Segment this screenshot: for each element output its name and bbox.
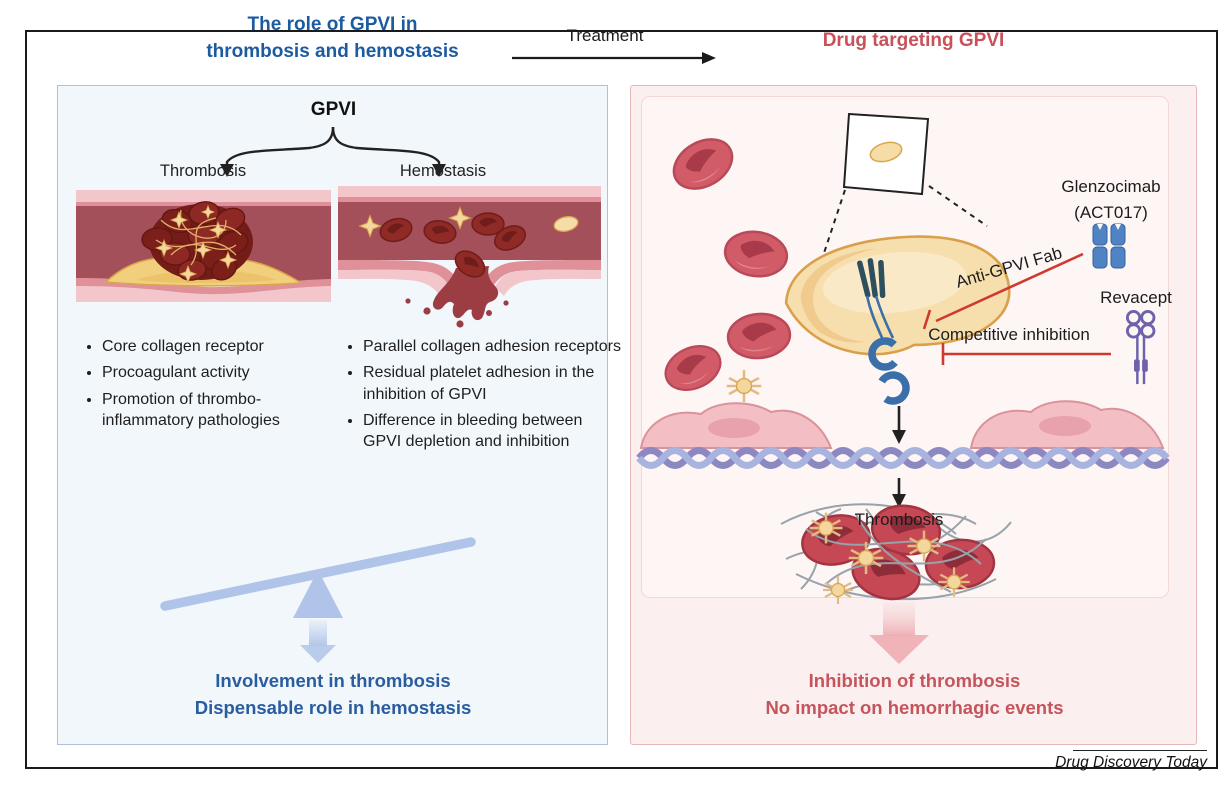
left-conclusion: Involvement in thrombosis Dispensable ro…: [88, 668, 578, 722]
anti-gpvi-inhibition-line: [922, 252, 1084, 330]
bullet-item: Procoagulant activity: [102, 362, 352, 383]
thrombosis-vessel-illustration: [76, 190, 331, 302]
revacept-icon: [1125, 310, 1156, 385]
thrombosis-outcome-label: Thrombosis: [854, 510, 944, 529]
thrombus-illustration: [780, 500, 1012, 608]
endothelial-cell-icon: [969, 400, 1165, 449]
branch-brace-icon: [220, 126, 446, 177]
treatment-label: Treatment: [566, 26, 644, 45]
bullet-item: Core collagen receptor: [102, 336, 352, 357]
revacept-label: Revacept: [1100, 288, 1172, 307]
left-conclusion-line1: Involvement in thrombosis: [215, 670, 451, 691]
bullet-item: Parallel collagen adhesion receptors: [363, 336, 621, 357]
seesaw-balance-icon: [160, 537, 476, 663]
bullet-item: Difference in bleeding between GPVI depl…: [363, 410, 621, 453]
resting-platelet-icon: [553, 216, 579, 232]
branch-thrombosis-label: Thrombosis: [159, 162, 247, 180]
branch-hemostasis-label: Hemostasis: [399, 162, 487, 180]
gpvi-role-panel: GPVI Thrombosis Hemostasis: [57, 85, 621, 745]
endothelial-cell-icon: [639, 402, 833, 449]
right-title: Drug targeting GPVI: [822, 30, 1005, 51]
competitive-inhibition-line: [941, 343, 1111, 365]
journal-name: Drug Discovery Today: [1055, 754, 1207, 771]
glenzocimab-alias: (ACT017): [1074, 202, 1148, 222]
red-blood-cell-icon: [663, 128, 743, 200]
left-title: The role of GPVI in thrombosis and hemos…: [57, 12, 608, 65]
drug-targeting-panel: Glenzocimab (ACT017) Anti-GPVI Fab Revac…: [630, 85, 1197, 745]
right-conclusion-line1: Inhibition of thrombosis: [808, 670, 1021, 691]
journal-divider: [1073, 750, 1207, 751]
outcome-arrow-icon: [869, 602, 929, 664]
glenzocimab-antibody-icon: [1092, 223, 1126, 269]
gpvi-heading: GPVI: [310, 99, 357, 120]
gpvi-receptor-icon: [857, 258, 910, 405]
treatment-arrow-icon: [512, 52, 716, 64]
left-title-line2: thrombosis and hemostasis: [206, 40, 459, 62]
down-arrow-icon: [892, 478, 906, 508]
red-blood-cell-icon: [724, 310, 794, 362]
right-conclusion-line2: No impact on hemorrhagic events: [765, 696, 1064, 718]
glenzocimab-name: Glenzocimab: [1061, 177, 1161, 196]
bullet-item: Promotion of thrombo-inflammatory pathol…: [102, 389, 352, 432]
competitive-inhibition-label: Competitive inhibition: [928, 325, 1090, 344]
hemostasis-bullet-list: Parallel collagen adhesion receptors Res…: [343, 336, 621, 457]
left-title-line1: The role of GPVI in: [247, 14, 418, 35]
bullet-item: Residual platelet adhesion in the inhibi…: [363, 362, 621, 405]
down-arrow-icon: [892, 406, 906, 444]
platelet-icon: [725, 368, 763, 404]
hemostasis-vessel-illustration: [338, 186, 601, 328]
left-conclusion-line2: Dispensable role in hemostasis: [194, 696, 472, 718]
thrombus-cells: [141, 201, 249, 281]
red-blood-cell-icon: [657, 336, 729, 400]
thrombosis-bullet-list: Core collagen receptor Procoagulant acti…: [82, 336, 352, 436]
platelet-inset-icon: [812, 112, 988, 287]
collagen-fiber-icon: [636, 447, 1170, 469]
right-conclusion: Inhibition of thrombosis No impact on he…: [646, 668, 1183, 722]
mechanism-illustration: [636, 112, 1170, 664]
red-blood-cell-icon: [720, 226, 792, 282]
glenzocimab-label: Glenzocimab (ACT017): [1011, 174, 1211, 225]
